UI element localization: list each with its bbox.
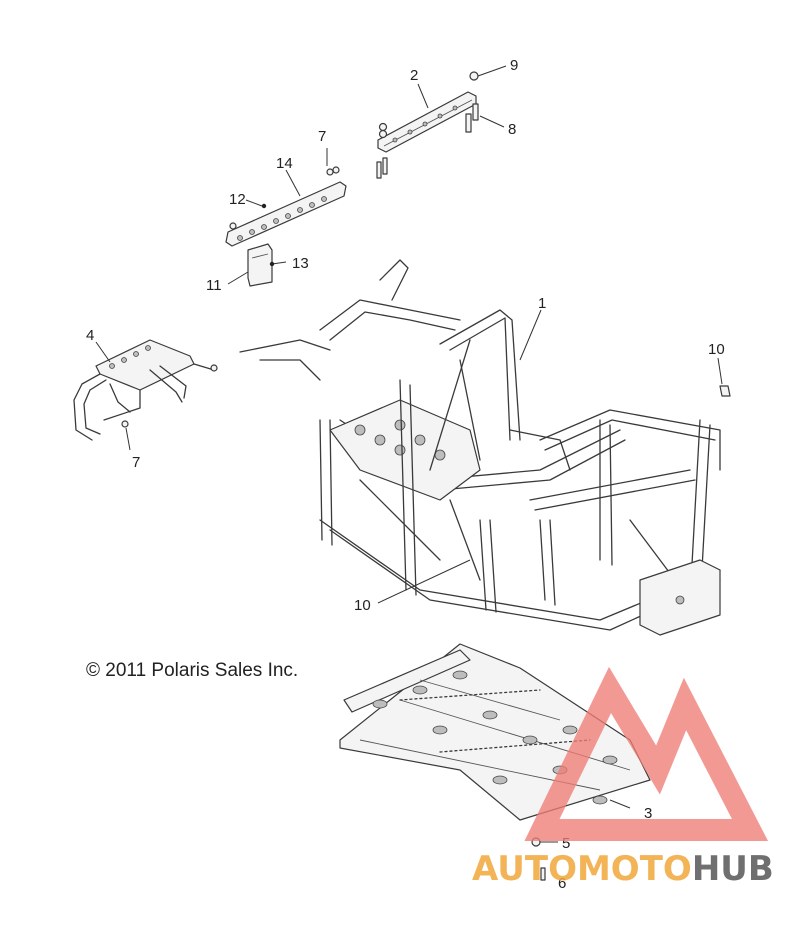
skid-plate-part-3 <box>339 643 651 821</box>
callout-6: 6 <box>558 875 566 892</box>
nuts-part-9 <box>378 71 479 139</box>
callout-12: 12 <box>229 191 246 208</box>
callout-7-top: 7 <box>318 128 326 145</box>
callout-13: 13 <box>292 255 309 272</box>
watermark-word-part2: HUB <box>692 849 774 889</box>
callout-5: 5 <box>562 835 570 852</box>
main-frame-part-1 <box>239 259 721 636</box>
callout-1: 1 <box>538 295 546 312</box>
callout-14: 14 <box>276 155 293 172</box>
cross-bar-part-2 <box>377 91 477 153</box>
copyright-notice: © 2011 Polaris Sales Inc. <box>86 660 298 681</box>
callout-11: 11 <box>206 277 222 294</box>
watermark-logo: AUTOMOTOHUB <box>472 666 774 889</box>
watermark-word-part1: AUTOMOTO <box>472 849 692 889</box>
callout-9: 9 <box>510 57 518 74</box>
callout-7-left: 7 <box>132 454 140 471</box>
callout-2: 2 <box>410 67 418 84</box>
bracket-part-11 <box>247 243 273 287</box>
callout-10-bottom: 10 <box>354 597 371 614</box>
callout-10-right: 10 <box>708 341 725 358</box>
mount-plate-part-14 <box>225 166 347 247</box>
callout-labels: 1 2 3 4 5 6 7 7 8 9 10 10 11 12 13 14 <box>86 57 725 892</box>
callout-3: 3 <box>644 805 652 822</box>
leader-lines <box>95 65 723 843</box>
rear-rack-part-4 <box>73 339 218 441</box>
callout-4: 4 <box>86 327 94 344</box>
svg-text:AUTOMOTOHUB: AUTOMOTOHUB <box>472 849 774 889</box>
bolt-part-10 <box>719 385 731 397</box>
bolts-part-8 <box>376 103 479 179</box>
callout-8: 8 <box>508 121 516 138</box>
bolt-part-6 <box>540 867 546 881</box>
